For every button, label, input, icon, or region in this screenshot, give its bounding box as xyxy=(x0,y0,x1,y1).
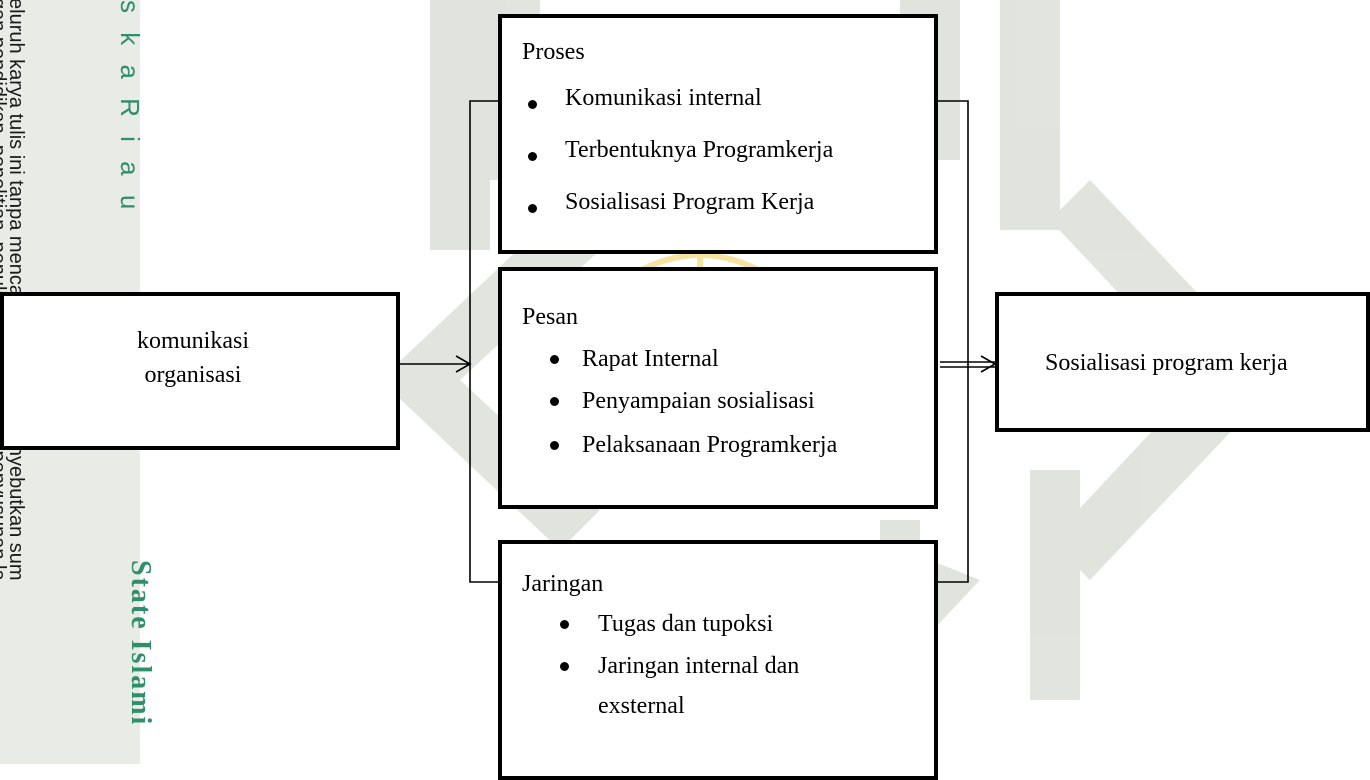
right-bracket xyxy=(935,100,969,583)
jaringan-item: Tugas dan tupoksi xyxy=(554,602,799,646)
proses-item: Sosialisasi Program Kerja xyxy=(522,182,833,234)
connectors xyxy=(400,100,997,583)
proses-list: Komunikasi internal Terbentuknya Program… xyxy=(522,78,833,234)
pesan-list: Rapat Internal Penyampaian sosialisasi P… xyxy=(544,339,837,467)
side-margin-title-top: s k a R i a u xyxy=(115,0,145,216)
pesan-item: Penyampaian sosialisasi xyxy=(544,379,837,423)
pesan-item: Rapat Internal xyxy=(544,339,837,379)
target-box: Sosialisasi program kerja xyxy=(995,292,1370,432)
left-bracket xyxy=(469,100,498,583)
jaringan-item-continued: exsternal xyxy=(598,693,685,719)
pesan-box: Pesan Rapat Internal Penyampaian sosiali… xyxy=(498,267,938,509)
side-margin-title-bottom: State Islami xyxy=(125,560,156,727)
jaringan-list: Tugas dan tupoksi Jaringan internal dan … xyxy=(554,602,799,726)
source-line-1: komunikasi xyxy=(137,328,249,354)
jaringan-title: Jaringan xyxy=(522,571,604,597)
arrow-pesan-to-target xyxy=(940,361,995,368)
side-margin-text-2: gan pendidikan, penelitian, penulisan ka… xyxy=(0,0,9,581)
proses-title: Proses xyxy=(522,39,585,65)
proses-box: Proses Komunikasi internal Terbentuknya … xyxy=(498,14,938,254)
jaringan-item: Jaringan internal dan xyxy=(554,646,799,686)
source-box-text: komunikasi organisasi xyxy=(88,324,298,392)
target-label: Sosialisasi program kerja xyxy=(1045,350,1288,376)
pesan-title: Pesan xyxy=(522,304,578,330)
proses-item: Komunikasi internal xyxy=(522,78,833,130)
source-box: komunikasi organisasi xyxy=(0,292,400,450)
pesan-item: Pelaksanaan Programkerja xyxy=(544,423,837,467)
proses-item: Terbentuknya Programkerja xyxy=(522,130,833,182)
jaringan-box: Jaringan Tugas dan tupoksi Jaringan inte… xyxy=(498,540,938,780)
source-line-2: organisasi xyxy=(144,362,242,388)
